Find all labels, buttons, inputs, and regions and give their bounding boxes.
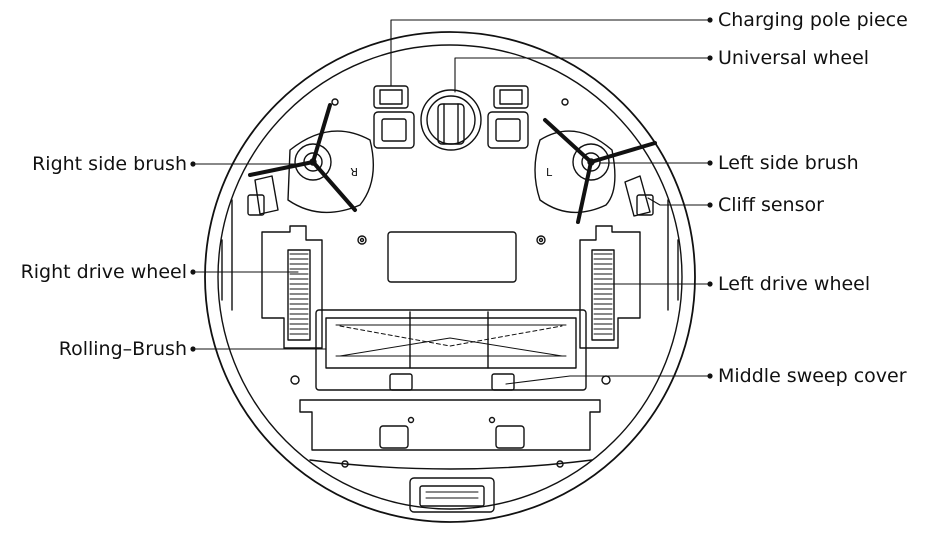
front-sensor-left: [373, 111, 415, 149]
left-drive-wheel: [579, 225, 641, 349]
left-mark: L: [546, 166, 553, 179]
battery-cover: [387, 231, 517, 283]
rolling-brush: [335, 324, 567, 357]
screw: [331, 98, 339, 106]
charging-pole-piece-right: [493, 85, 529, 109]
leader-lines: [195, 19, 709, 385]
label-cliff-sensor: Cliff sensor: [718, 194, 824, 216]
label-charging-pole-piece: Charging pole piece: [718, 9, 908, 31]
bumper-left-edge: [221, 199, 233, 311]
label-left-drive-wheel: Left drive wheel: [718, 273, 871, 295]
left-side-brush: [534, 118, 657, 224]
bin-handle: [409, 477, 495, 513]
right-mark: R: [350, 165, 358, 178]
mount-bracket: [254, 175, 279, 215]
sweep-cover-latch-left: [389, 373, 413, 391]
label-universal-wheel: Universal wheel: [718, 47, 870, 69]
right-drive-wheel: [261, 225, 323, 349]
charging-pole-piece-left: [373, 85, 409, 109]
sweep-cover-latch-right: [491, 373, 515, 391]
screw: [359, 237, 365, 243]
screw: [357, 235, 367, 245]
bumper-right-edge: [667, 199, 679, 311]
label-middle-sweep-cover: Middle sweep cover: [718, 365, 907, 387]
screw: [601, 375, 611, 385]
screw: [538, 237, 544, 243]
leader-dots: [190, 17, 713, 379]
middle-sweep-cover: [315, 309, 587, 391]
universal-wheel: [420, 89, 482, 151]
cliff-sensor: [624, 175, 651, 217]
screw: [561, 98, 569, 106]
screw: [556, 460, 564, 468]
screw: [290, 375, 300, 385]
dust-bin: [299, 399, 601, 451]
label-right-drive-wheel: Right drive wheel: [20, 261, 187, 283]
label-right-side-brush: Right side brush: [32, 153, 187, 175]
right-side-brush: [247, 103, 375, 216]
outer-shell: [204, 31, 696, 523]
bin-rim: [309, 459, 593, 470]
front-sensor-right: [487, 111, 529, 149]
screw: [341, 460, 349, 468]
label-left-side-brush: Left side brush: [718, 152, 859, 174]
inner-shell: [217, 44, 683, 510]
label-rolling-brush: Rolling–Brush: [58, 338, 187, 360]
screw: [536, 235, 546, 245]
